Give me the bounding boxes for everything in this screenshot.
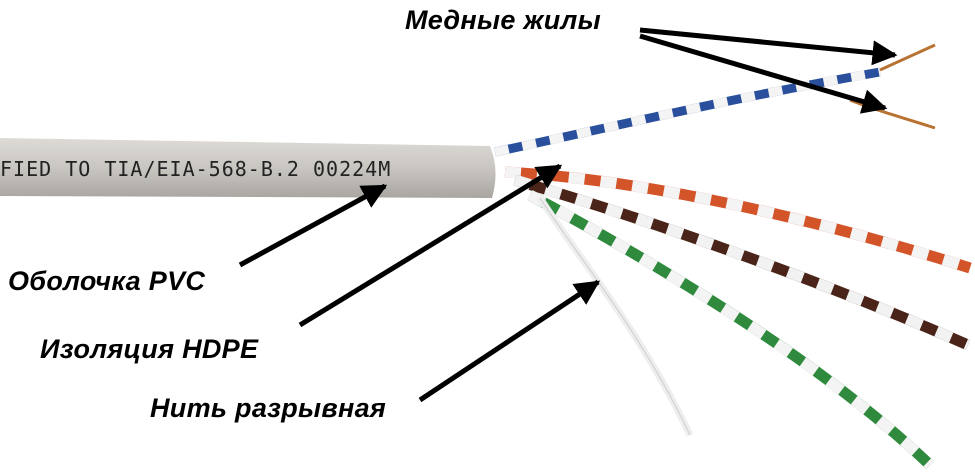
copper-wire-1	[879, 43, 936, 72]
cable-sheath: FIED TO TIA/EIA-568-B.2 00224M	[0, 138, 496, 198]
label-pvc-sheath: Оболочка PVC	[8, 266, 206, 296]
cable-print: FIED TO TIA/EIA-568-B.2 00224M	[0, 157, 391, 181]
label-copper-wires: Медные жилы	[405, 5, 601, 35]
arrow-ripcord	[418, 279, 601, 403]
arrow-copper-2	[639, 33, 888, 114]
copper-wire-2	[849, 98, 936, 130]
pair-green	[527, 190, 934, 469]
pair-blue	[494, 43, 936, 157]
pair-orange	[504, 166, 972, 274]
label-ripcord: Нить разрывная	[150, 393, 387, 423]
label-hdpe-insulation: Изоляция HDPE	[40, 334, 259, 364]
arrow-sheath	[238, 183, 388, 268]
pair-brown	[513, 174, 971, 351]
arrows	[238, 27, 898, 403]
arrow-copper-1	[639, 27, 898, 66]
arrow-insulation	[298, 163, 563, 328]
